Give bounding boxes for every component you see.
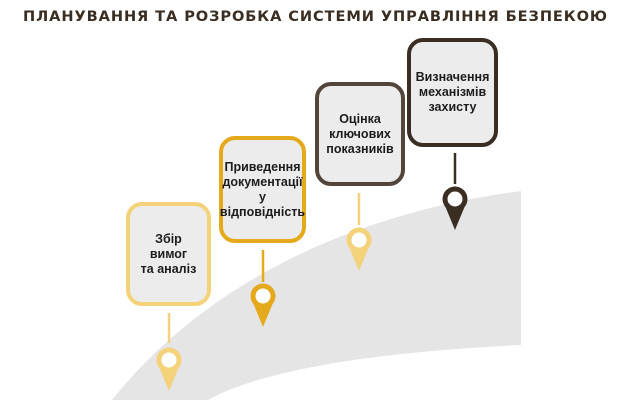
step-box-requirements: Збір вимог та аналіз xyxy=(126,202,211,306)
step-box-protection: Визначення механізмів захисту xyxy=(407,38,498,147)
step-box-documentation: Приведення документації у відповідність xyxy=(219,136,306,243)
diagram-title: ПЛАНУВАННЯ ТА РОЗРОБКА СИСТЕМИ УПРАВЛІНН… xyxy=(23,8,608,25)
step-label: Визначення механізмів захисту xyxy=(415,70,490,114)
step-box-indicators: Оцінка ключових показників xyxy=(315,82,405,186)
map-pin-icon xyxy=(442,186,468,230)
road-path xyxy=(112,191,521,400)
step-label: Оцінка ключових показників xyxy=(326,111,394,156)
map-pin-icon xyxy=(346,227,372,271)
step-label: Приведення документації у відповідність xyxy=(219,159,306,219)
map-pin-icon xyxy=(156,347,182,391)
step-label: Збір вимог та аналіз xyxy=(140,231,197,276)
map-pin-icon xyxy=(250,283,276,327)
